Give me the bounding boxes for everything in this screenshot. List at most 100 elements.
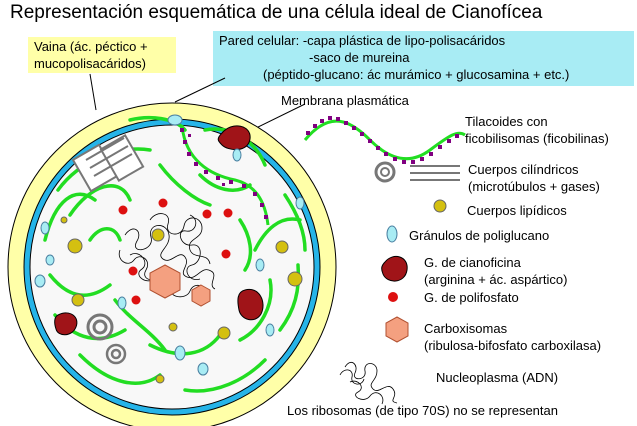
membrana-leader-line [251, 103, 306, 131]
granulo-polifosfato [223, 208, 233, 218]
adn-strand [349, 380, 384, 405]
ficobilisoma [216, 176, 220, 180]
legend-cuerpos-cilindricos-line1: Cuerpos cilíndricos [468, 162, 579, 177]
tilacoide [78, 353, 162, 385]
legend-carboxisoma-icon [385, 316, 409, 343]
ficobilisoma [420, 157, 424, 161]
granulo-poliglucano [34, 274, 46, 288]
legend-cuerpos-cilindricos-icon [374, 161, 460, 183]
legend-cianoficina-icon [381, 255, 408, 282]
ficobilisoma [229, 180, 233, 184]
granulo-poliglucano [45, 254, 55, 266]
cuerpo-concentrico [92, 319, 108, 335]
adn-strand [179, 214, 201, 281]
cianoficina-cell [54, 125, 264, 336]
legend-tilacoide-icon [303, 119, 466, 161]
cuerpo-lipidico [168, 322, 178, 332]
ficobilisoma [393, 157, 397, 161]
concentric-inner [380, 167, 390, 177]
legend-nucleoplasma-icon [339, 361, 398, 405]
legend-tilacoides-line2: ficobilisomas (ficobilinas) [465, 131, 609, 146]
tilacoide [183, 358, 267, 393]
cuerpos-concentricos [86, 313, 127, 365]
tilacoide [238, 278, 273, 342]
legend-cuerpos-cilindricos-label: Cuerpos cilíndricos (microtúbulos + gase… [468, 161, 600, 195]
cuerpo-concentrico [86, 313, 114, 341]
diagram-title: Representación esquemática de una célula… [10, 2, 543, 23]
polifosfato-cell [118, 198, 233, 305]
ficobilisoma [438, 145, 442, 149]
tilacoide [278, 263, 301, 332]
ficobilisoma [188, 134, 191, 137]
vaina-label-box: Vaina (ác. péctico + mucopolisacáridos) [28, 37, 176, 73]
ficobilisoma [344, 121, 348, 125]
ficobilisoma [328, 116, 332, 120]
ficobilisoma [187, 152, 191, 156]
adn-strand [118, 249, 161, 281]
pared-label-line2: -saco de mureina [309, 50, 410, 65]
ficobilisoma [368, 139, 372, 143]
granulo-poliglucano [295, 196, 305, 210]
tilacoide [253, 217, 302, 252]
legend-ficobilisomas-icon [306, 116, 459, 164]
ficobilisoma [336, 117, 340, 121]
granulo-poliglucano [265, 323, 275, 337]
ficobilisoma [376, 146, 380, 150]
ficobilisoma [183, 140, 187, 144]
adn-strand [344, 361, 398, 404]
ficobilisoma [411, 160, 415, 164]
granulo-poliglucano [232, 148, 242, 162]
ficobilisoma [242, 184, 246, 188]
legend-nucleoplasma-label: Nucleoplasma (ADN) [436, 370, 559, 385]
tilacoide [68, 184, 132, 217]
tilacoide [198, 173, 252, 192]
cuerpo-cilindrico-cell [71, 134, 145, 193]
legend-polifosfato-icon [388, 292, 398, 302]
legend-poliglucano-label: Gránulos de poliglucano [409, 228, 550, 243]
concentric-outer [374, 161, 396, 183]
ficobilisoma [360, 132, 364, 136]
tilacoide [88, 227, 122, 242]
ficobilisoma [264, 215, 268, 219]
vaina-label-line2: mucopolisacáridos) [34, 56, 146, 71]
legend-tilacoides-line1: Tilacoides con [465, 114, 548, 129]
cuerpo-cilindrico [99, 134, 145, 182]
pared-label-line3: (péptido-glucano: ác murámico + glucosam… [263, 67, 570, 82]
ficobilisoma [194, 162, 198, 166]
microtubulo-line [85, 137, 125, 161]
legend-carboxisomas-line2: (ribulosa-bifosfato carboxilasa) [424, 338, 602, 353]
ficobilisoma [260, 203, 264, 207]
ficobilisoma [429, 152, 433, 156]
ficobilisoma [352, 126, 356, 130]
cuerpo-lipidico [217, 326, 231, 340]
granulo-polifosfato [131, 295, 141, 305]
cuerpo-lipidico [67, 238, 83, 254]
cuerpo-lipidico [275, 240, 289, 254]
ficobilisoma [402, 160, 406, 164]
granulo-polifosfato [221, 249, 231, 259]
membrana-label: Membrana plasmática [281, 93, 409, 108]
granulo-poliglucano [174, 345, 186, 361]
granulo-polifosfato [158, 198, 168, 208]
granulo-poliglucano [197, 362, 209, 376]
tilacoide [158, 163, 212, 207]
ribosomas-note: Los ribosomas (de tipo 70S) no se repres… [287, 403, 558, 418]
cuerpo-lipidico [60, 216, 68, 224]
legend-tilacoides-label: Tilacoides con ficobilisomas (ficobilina… [465, 113, 609, 147]
granulo-polifosfato [118, 205, 128, 215]
cuerpo-lipidico [151, 228, 165, 242]
ficobilisoma [253, 192, 257, 196]
ficobilisoma [384, 152, 388, 156]
lipidicos-cell [60, 216, 303, 384]
tilacoide [283, 193, 307, 252]
carboxisoma [191, 284, 211, 307]
legend-cianoficina-line1: G. de cianoficina [424, 255, 521, 270]
tilacoide [148, 333, 222, 356]
citoplasma [29, 124, 315, 410]
ficobilisoma [222, 183, 225, 186]
ficobilisoma [313, 124, 317, 128]
ficobilisoma [455, 134, 459, 138]
legend-carboxisomas-line1: Carboxisomas [424, 321, 508, 336]
pared-label-line1: Pared celular: -capa plástica de lipo-po… [219, 33, 506, 48]
